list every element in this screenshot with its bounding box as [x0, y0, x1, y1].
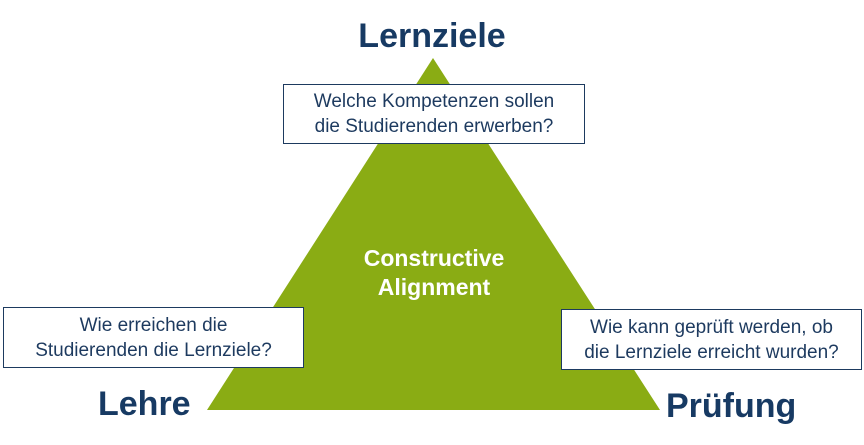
corner-label-lernziele: Lernziele — [358, 17, 506, 55]
triangle-shape — [207, 58, 660, 410]
corner-label-lehre: Lehre — [98, 385, 191, 423]
center-label-constructive-alignment: Constructive Alignment — [314, 244, 554, 302]
question-text-lernziele: Welche Kompetenzen sollen die Studierend… — [314, 89, 554, 139]
corner-label-pruefung: Prüfung — [666, 387, 797, 425]
question-box-lernziele: Welche Kompetenzen sollen die Studierend… — [283, 84, 585, 144]
question-text-pruefung: Wie kann geprüft werden, ob die Lernziel… — [584, 315, 839, 365]
question-box-lehre: Wie erreichen die Studierenden die Lernz… — [3, 307, 304, 368]
question-line: die Lernziele erreicht wurden? — [584, 341, 839, 363]
question-line: die Studierenden erwerben? — [314, 116, 554, 137]
question-line: Wie erreichen die — [79, 314, 228, 336]
question-line: Studierenden die Lernziele? — [35, 339, 272, 361]
question-line: Wie kann geprüft werden, ob — [590, 316, 833, 338]
question-box-pruefung: Wie kann geprüft werden, ob die Lernziel… — [561, 309, 862, 370]
center-line: Alignment — [377, 274, 491, 300]
center-line: Constructive — [363, 245, 505, 271]
question-text-lehre: Wie erreichen die Studierenden die Lernz… — [35, 313, 272, 363]
question-line: Welche Kompetenzen sollen — [313, 91, 555, 112]
